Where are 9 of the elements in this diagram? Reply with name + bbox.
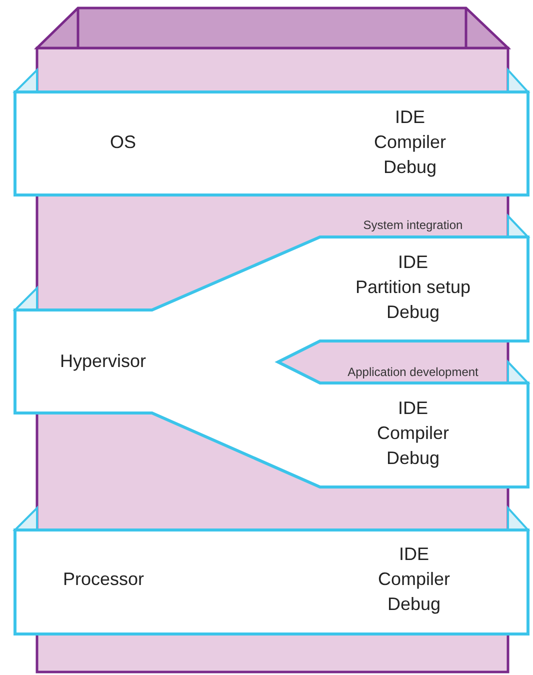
tool-list: IDE Compiler Debug — [378, 542, 450, 617]
layer-title: Hypervisor — [60, 350, 146, 373]
tool-list: IDE Partition setup Debug — [355, 250, 471, 325]
layer-title: Processor — [63, 568, 144, 591]
section-caption: System integration — [363, 218, 463, 232]
tool-list: IDE Compiler Debug — [376, 396, 450, 471]
layer-title: OS — [110, 131, 136, 154]
tool-list: IDE Compiler Debug — [374, 105, 446, 180]
section-caption: Application development — [348, 365, 478, 379]
